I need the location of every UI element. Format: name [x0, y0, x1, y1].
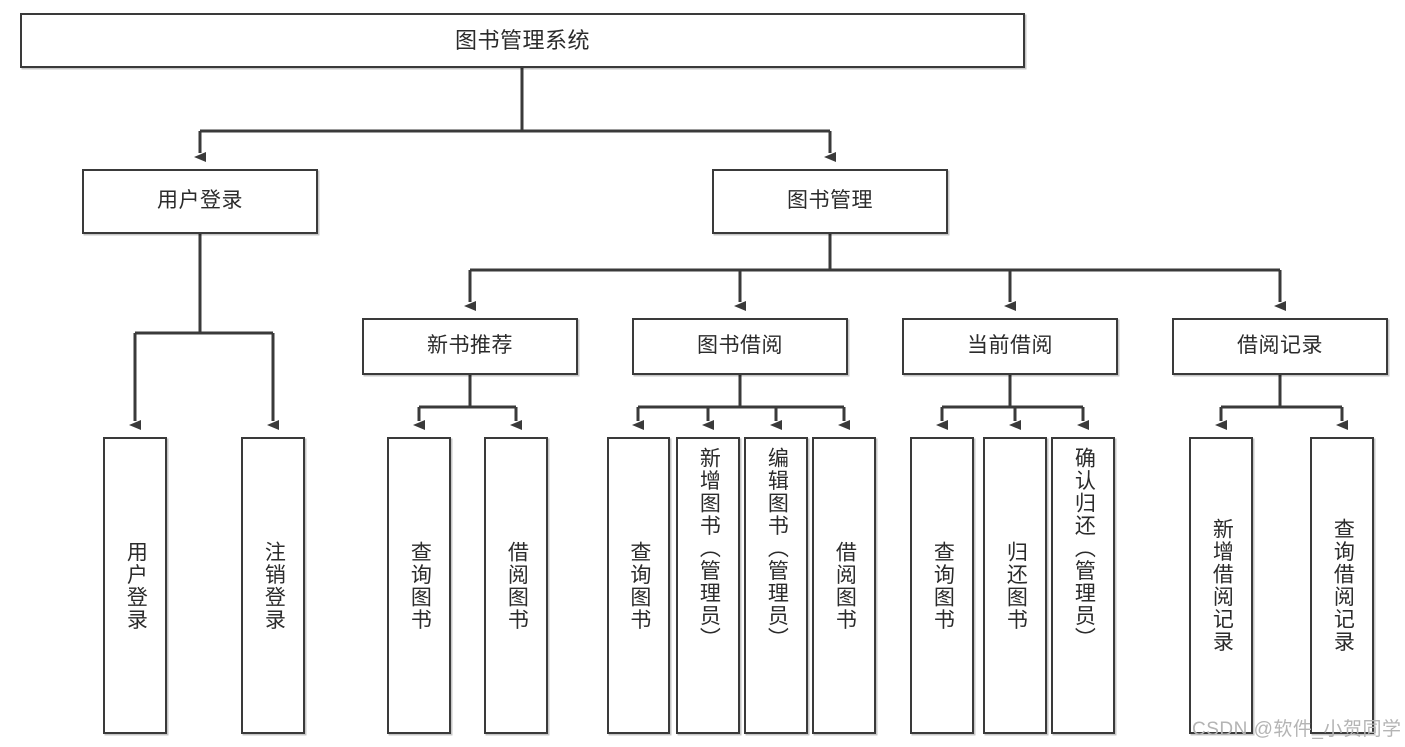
node-leaf-edit-book[interactable]: 编辑图书（管理员） [744, 437, 808, 734]
node-current-borrow-label: 当前借阅 [967, 334, 1053, 358]
node-leaf-confirm-return-label: 确认归还（管理员） [1072, 447, 1096, 650]
node-leaf-logout-label: 注销登录 [262, 540, 286, 631]
node-leaf-user-login[interactable]: 用户登录 [103, 437, 167, 734]
node-leaf-user-login-label: 用户登录 [124, 540, 148, 631]
node-leaf-add-borrow-record[interactable]: 新增借阅记录 [1189, 437, 1253, 734]
node-leaf-borrow-book[interactable]: 借阅图书 [812, 437, 876, 734]
node-leaf-borrow-book-label: 借阅图书 [833, 540, 857, 631]
node-leaf-query-borrow-record[interactable]: 查询借阅记录 [1310, 437, 1374, 734]
node-leaf-add-book-label: 新增图书（管理员） [697, 447, 721, 650]
node-book-borrow-label: 图书借阅 [697, 334, 783, 358]
node-leaf-query-book-borrow-label: 查询图书 [627, 540, 651, 631]
node-book-borrow[interactable]: 图书借阅 [632, 318, 848, 375]
node-leaf-edit-book-label: 编辑图书（管理员） [765, 447, 789, 650]
node-leaf-query-book-recommend[interactable]: 查询图书 [387, 437, 451, 734]
node-current-borrow[interactable]: 当前借阅 [902, 318, 1118, 375]
node-new-book-recommend-label: 新书推荐 [427, 334, 513, 358]
node-leaf-return-book-label: 归还图书 [1004, 540, 1028, 631]
node-leaf-query-book-current[interactable]: 查询图书 [910, 437, 974, 734]
node-leaf-confirm-return[interactable]: 确认归还（管理员） [1051, 437, 1115, 734]
node-leaf-query-book-borrow[interactable]: 查询图书 [607, 437, 670, 734]
node-leaf-query-book-recommend-label: 查询图书 [408, 540, 432, 631]
node-leaf-add-borrow-record-label: 新增借阅记录 [1210, 518, 1234, 653]
node-leaf-return-book[interactable]: 归还图书 [983, 437, 1047, 734]
node-leaf-add-book[interactable]: 新增图书（管理员） [676, 437, 740, 734]
csdn-watermark: CSDN @软件_小贺同学 [1192, 719, 1402, 740]
node-leaf-query-borrow-record-label: 查询借阅记录 [1331, 518, 1355, 653]
node-root-label: 图书管理系统 [454, 27, 590, 53]
node-user-login-label: 用户登录 [157, 189, 243, 213]
node-borrow-record[interactable]: 借阅记录 [1172, 318, 1388, 375]
node-book-manage-label: 图书管理 [787, 189, 873, 213]
node-leaf-logout[interactable]: 注销登录 [241, 437, 305, 734]
node-root[interactable]: 图书管理系统 [20, 13, 1025, 68]
node-new-book-recommend[interactable]: 新书推荐 [362, 318, 578, 375]
node-borrow-record-label: 借阅记录 [1237, 334, 1323, 358]
node-leaf-query-book-current-label: 查询图书 [931, 540, 955, 631]
node-book-manage[interactable]: 图书管理 [712, 169, 948, 234]
node-user-login[interactable]: 用户登录 [82, 169, 318, 234]
node-leaf-borrow-book-recommend[interactable]: 借阅图书 [484, 437, 548, 734]
node-leaf-borrow-book-recommend-label: 借阅图书 [505, 540, 529, 631]
